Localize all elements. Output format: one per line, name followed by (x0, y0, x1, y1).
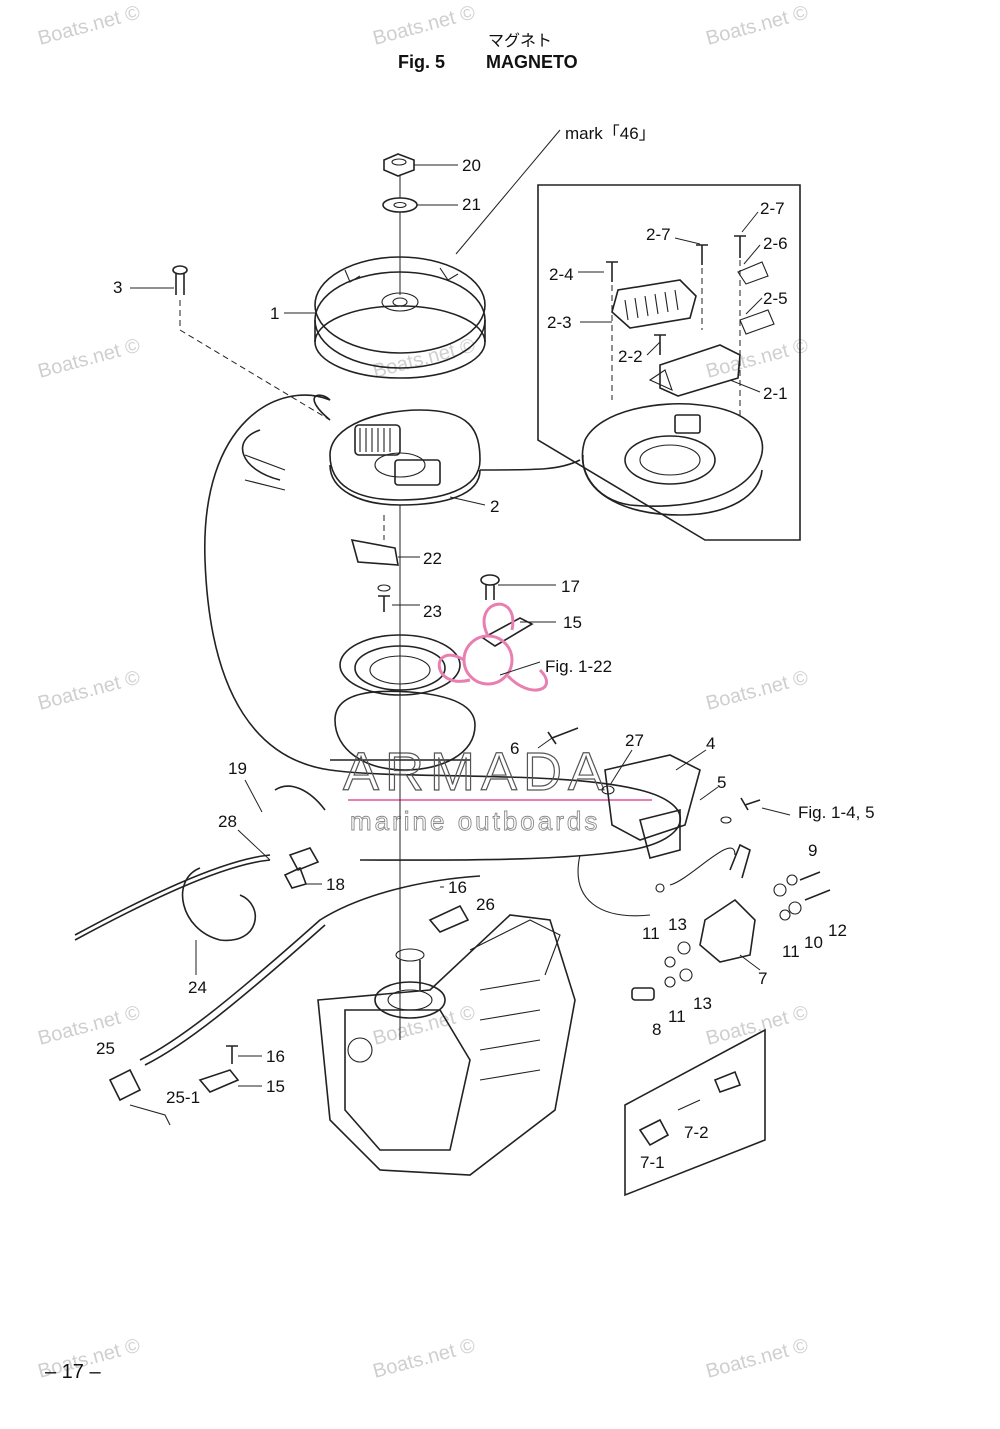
japanese-title: マグネト (488, 31, 552, 50)
part-label-27: 27 (625, 731, 644, 750)
mark-note: mark「46」 (565, 124, 656, 143)
part-label-11b: 11 (782, 942, 800, 961)
plug-cap-inset-frame (624, 1028, 766, 1197)
watermark: Boats.net © (371, 334, 478, 382)
part-label-12: 12 (828, 921, 847, 940)
part-label-26: 26 (476, 895, 495, 914)
fig-1-4-5-ref: Fig. 1-4, 5 (798, 803, 875, 822)
part-label-16a: 16 (448, 878, 467, 897)
leader-lines (130, 129, 791, 1087)
stator-lead-wire (204, 394, 682, 861)
watermark: Boats.net © (371, 1001, 478, 1049)
part-label-6: 6 (510, 739, 519, 758)
part-label-28: 28 (218, 812, 237, 831)
key-15 (481, 617, 534, 647)
plug-cap-detail (638, 1070, 742, 1147)
part-label-25: 25 (96, 1039, 115, 1058)
flywheel-washer (382, 197, 418, 213)
ignition-coil (655, 843, 756, 963)
watermark: Boats.net © (36, 334, 143, 382)
plate-22 (350, 538, 399, 566)
watermark: Boats.net © (704, 334, 811, 382)
screw-3 (172, 265, 188, 295)
part-label-9: 9 (808, 841, 817, 860)
pin-17 (480, 574, 500, 600)
part-label-11a: 11 (642, 924, 660, 943)
page-number: – 17 – (45, 1361, 101, 1383)
screw-23 (377, 584, 391, 612)
part-label-2-2: 2-2 (618, 347, 643, 366)
engine-block (317, 914, 576, 1176)
part-label-15b: 15 (266, 1077, 285, 1096)
watermark: Boats.net © (704, 1334, 811, 1382)
part-label-22: 22 (423, 549, 442, 568)
wire-harness (74, 785, 481, 1126)
part-label-13b: 13 (693, 994, 712, 1013)
page-title: MAGNETO (486, 52, 578, 72)
part-label-21: 21 (462, 195, 481, 214)
part-label-2-3: 2-3 (547, 313, 572, 332)
part-label-2-6: 2-6 (763, 234, 788, 253)
watermark: Boats.net © (704, 666, 811, 714)
fig-1-22-ref: Fig. 1-22 (545, 657, 612, 676)
part-label-25-1: 25-1 (166, 1088, 200, 1107)
armada-logo (437, 602, 548, 692)
watermark: Boats.net © (36, 1, 143, 49)
part-label-17: 17 (561, 577, 580, 596)
part-label-3: 3 (113, 278, 122, 297)
part-label-2-7b: 2-7 (646, 225, 671, 244)
part-label-13a: 13 (668, 915, 687, 934)
part-label-11c: 11 (668, 1007, 686, 1026)
watermark: Boats.net © (371, 1334, 478, 1382)
part-label-16b: 16 (266, 1047, 285, 1066)
part-label-7-2: 7-2 (684, 1123, 709, 1142)
stator-assembly (329, 409, 481, 506)
part-label-24: 24 (188, 978, 207, 997)
part-label-10: 10 (804, 933, 823, 952)
watermark: Boats.net © (704, 1, 811, 49)
bolt-fig1-4 (720, 797, 761, 824)
watermark: Boats.net © (371, 1, 478, 49)
watermark: Boats.net © (36, 1001, 143, 1049)
stator-detail-inset-frame (537, 184, 801, 541)
part-label-20: 20 (462, 156, 481, 175)
part-label-2-4: 2-4 (549, 265, 574, 284)
part-label-23: 23 (423, 602, 442, 621)
part-label-2: 2 (490, 497, 499, 516)
stator-detail (581, 235, 775, 516)
cdi-unit (604, 754, 701, 859)
watermark: Boats.net © (704, 1001, 811, 1049)
brand-tagline: marine outboards (350, 806, 600, 836)
part-label-1: 1 (270, 304, 279, 323)
part-label-2-7a: 2-7 (760, 199, 785, 218)
part-label-2-1: 2-1 (763, 384, 788, 403)
part-label-7: 7 (758, 969, 767, 988)
part-label-2-5: 2-5 (763, 289, 788, 308)
part-label-7-1: 7-1 (640, 1153, 665, 1172)
figure-number: Fig. 5 (398, 52, 445, 72)
brand-name: ARMADA (343, 742, 610, 802)
part-label-4: 4 (706, 734, 715, 753)
watermark: Boats.net © (36, 666, 143, 714)
flywheel-nut (383, 153, 415, 177)
small-hardware (631, 871, 831, 1001)
washer-27 (601, 785, 615, 795)
part-label-18: 18 (326, 875, 345, 894)
part-label-15a: 15 (563, 613, 582, 632)
part-label-19: 19 (228, 759, 247, 778)
part-label-8: 8 (652, 1020, 661, 1039)
part-label-5: 5 (717, 773, 726, 792)
